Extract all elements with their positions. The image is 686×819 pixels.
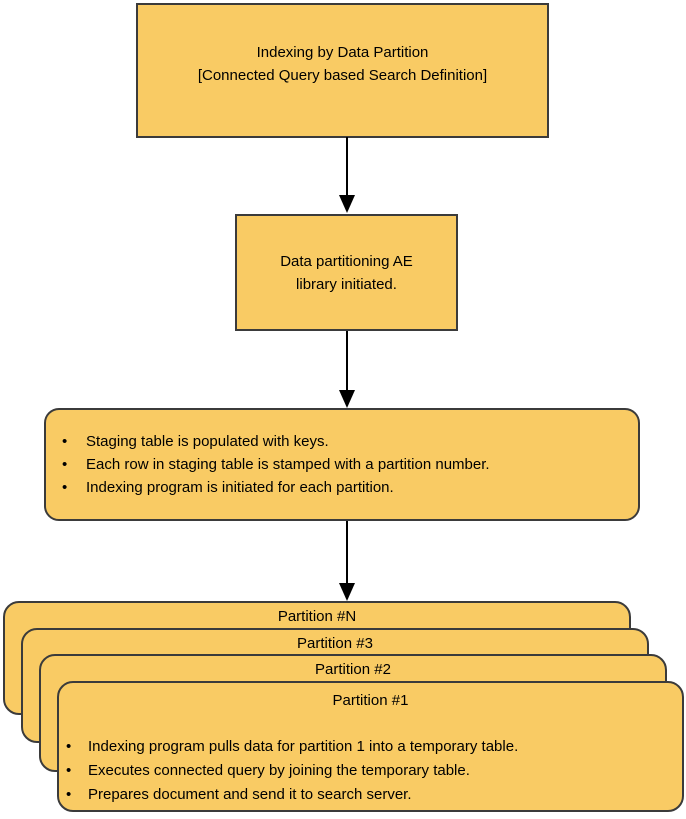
arrow-head-icon [339, 583, 355, 601]
node-staging-steps: • Staging table is populated with keys. … [44, 408, 640, 521]
node-ae-line1: Data partitioning AE [280, 252, 413, 270]
node-title-line1: Indexing by Data Partition [256, 43, 429, 61]
bullet-icon: • [66, 786, 72, 803]
arrow-shaft [346, 331, 348, 392]
node-ae-line2: library initiated. [296, 275, 397, 293]
list-item: • Executes connected query by joining th… [59, 759, 682, 783]
partition-1-bullet-list: • Indexing program pulls data for partit… [59, 735, 682, 807]
bullet-icon: • [66, 762, 72, 779]
card-partition-1: Partition #1 • Indexing program pulls da… [57, 681, 684, 812]
card-partition-1-title: Partition #1 [332, 692, 409, 709]
arrow-shaft [346, 137, 348, 197]
node-title-line2: [Connected Query based Search Definition… [197, 66, 488, 84]
arrow-head-icon [339, 195, 355, 213]
list-item: • Indexing program is initiated for each… [46, 476, 638, 499]
partition-1-bullet-1: Indexing program pulls data for partitio… [88, 738, 519, 755]
staging-bullet-1: Staging table is populated with keys. [86, 433, 329, 450]
list-item: • Indexing program pulls data for partit… [59, 735, 682, 759]
bullet-icon: • [62, 456, 68, 473]
arrow-down-2 [339, 331, 355, 408]
arrow-head-icon [339, 390, 355, 408]
card-partition-n-title: Partition #N [277, 608, 357, 625]
bullet-icon: • [66, 738, 72, 755]
partition-1-bullet-2: Executes connected query by joining the … [88, 762, 470, 779]
list-item: • Prepares document and send it to searc… [59, 783, 682, 807]
arrow-shaft [346, 521, 348, 585]
bullet-icon: • [62, 479, 68, 496]
staging-bullet-3: Indexing program is initiated for each p… [86, 479, 394, 496]
partition-1-bullet-3: Prepares document and send it to search … [88, 786, 412, 803]
staging-bullet-2: Each row in staging table is stamped wit… [86, 456, 490, 473]
list-item: • Staging table is populated with keys. [46, 430, 638, 453]
arrow-down-3 [339, 521, 355, 601]
node-indexing-by-data-partition: Indexing by Data Partition [Connected Qu… [136, 3, 549, 138]
arrow-down-1 [339, 137, 355, 213]
staging-bullet-list: • Staging table is populated with keys. … [46, 430, 638, 499]
bullet-icon: • [62, 433, 68, 450]
node-ae-library-initiated: Data partitioning AE library initiated. [235, 214, 458, 331]
list-item: • Each row in staging table is stamped w… [46, 453, 638, 476]
card-partition-2-title: Partition #2 [315, 661, 391, 678]
card-partition-3-title: Partition #3 [297, 635, 373, 652]
